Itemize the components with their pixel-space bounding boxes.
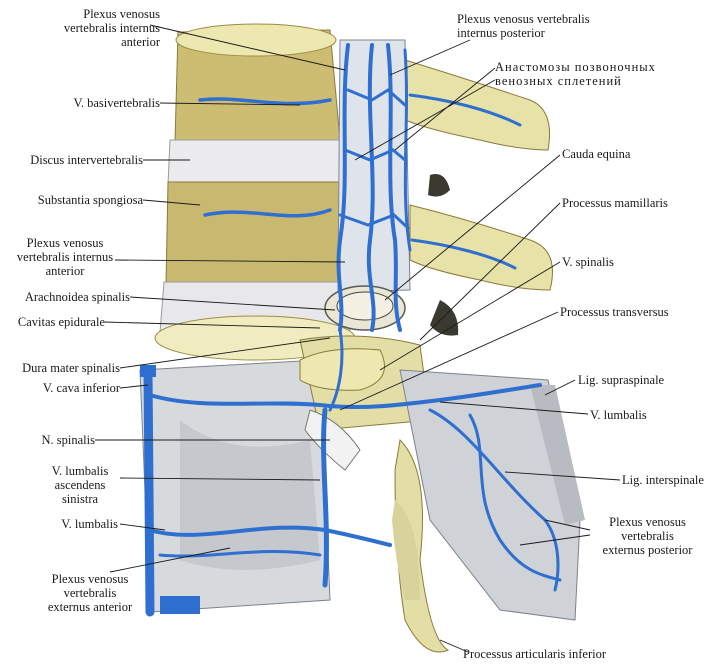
vertebral-body-middle [165, 181, 347, 285]
leader-cavitas [104, 321, 321, 329]
vein-cava-inferior [143, 367, 155, 617]
vein-internal-anterior-left [336, 43, 350, 332]
label-processus-articularis-inferior: Processus articularis inferior [463, 647, 607, 661]
leader-lig-inter [504, 471, 621, 481]
vein-lumbalis-ascendens [321, 407, 329, 588]
label-pvia-top: Plexus venosus vertebralis internus ante… [63, 7, 160, 49]
vein-anastomosis-1 [346, 88, 407, 107]
leader-pvip [389, 39, 471, 76]
posterior-arches [404, 59, 553, 336]
vein-external-posterior-2 [468, 413, 562, 582]
articular-process [428, 174, 450, 197]
label-anastomoses: Анастомозы позвоночных венозных сплетени… [495, 60, 656, 88]
vein-internal-anterior-right [366, 43, 376, 332]
vein-cava-stub-bottom [160, 596, 200, 614]
lower-vertebral-column [139, 335, 431, 613]
leader-lumbalis-right [439, 401, 589, 415]
leader-lumbalis-left [119, 523, 166, 531]
posterior-lower [392, 369, 585, 653]
intervertebral-disc-upper [167, 139, 343, 185]
label-v-cava-inferior: V. cava inferior [42, 381, 120, 395]
spinous-process-middle [409, 204, 553, 291]
leader-pvea [109, 547, 231, 573]
venous-plexus [143, 43, 562, 617]
label-pvip: Plexus venosus vertebralis internus post… [457, 12, 590, 40]
leader-cauda [384, 154, 561, 301]
vein-lumbalis-lower [148, 525, 392, 547]
label-processus-mamillaris: Processus mamillaris [562, 196, 668, 210]
vein-external-anterior [158, 550, 322, 558]
upper-vertebral-column [154, 23, 356, 361]
lig-supraspinale-shape [530, 385, 585, 525]
label-cauda-equina: Cauda equina [562, 147, 631, 161]
label-lig-interspinale: Lig. interspinale [622, 473, 704, 487]
label-lig-supraspinale: Lig. supraspinale [578, 373, 665, 387]
vein-external-posterior-1 [428, 408, 560, 592]
leader-substantia [142, 199, 201, 206]
cauda-equina-bundle [336, 291, 394, 321]
label-arachnoidea-spinalis: Arachnoidea spinalis [24, 290, 130, 304]
vein-basivertebral-mid [203, 208, 332, 218]
label-pvea: Plexus venosus vertebralis externus ante… [47, 572, 133, 614]
leader-lines [95, 24, 621, 653]
vein-posterior-mid [410, 238, 517, 270]
label-v-basivertebralis: V. basivertebralis [73, 96, 160, 110]
leader-transversus [339, 311, 559, 411]
leader-v-spinalis [379, 261, 561, 371]
leader-anastomoses-2 [354, 79, 496, 161]
label-dura-mater-spinalis: Dura mater spinalis [22, 361, 120, 375]
vein-internal-posterior-left [386, 43, 402, 332]
vein-lumbalis-upper [148, 383, 542, 410]
leader-pvep-1 [544, 519, 591, 531]
leader-pvep-2 [519, 534, 591, 546]
leader-mamillaris [419, 202, 561, 341]
vein-basivertebral-upper [198, 97, 332, 106]
vertebra-top-surface [175, 23, 337, 57]
label-v-lumbalis-ascendens: V. lumbalis ascendens sinistra [51, 464, 109, 506]
leader-dura [119, 337, 331, 369]
label-discus-intervertebralis: Discus intervertebralis [30, 153, 143, 167]
leader-basivertebralis [159, 102, 301, 106]
label-v-lumbalis-left: V. lumbalis [61, 517, 118, 531]
spinous-ligament-block [399, 369, 581, 621]
vein-spinalis [328, 328, 344, 412]
label-pvep: Plexus venosus vertebralis externus post… [602, 515, 693, 557]
spinal-nerve [304, 409, 361, 471]
leader-cava [119, 384, 149, 389]
vein-anastomosis-3 [338, 213, 410, 230]
vein-cava-stub-top [140, 365, 156, 377]
vein-posterior-upper [408, 93, 522, 127]
label-v-spinalis: V. spinalis [562, 255, 614, 269]
label-n-spinalis: N. spinalis [41, 433, 95, 447]
articular-process-lower [430, 300, 459, 336]
vein-anastomosis-2 [343, 148, 407, 162]
label-cavitas-epidurale: Cavitas epidurale [17, 315, 105, 329]
leader-lumbalis-asc [119, 477, 321, 481]
leader-pvia-mid [114, 259, 346, 263]
label-pvia-mid: Plexus venosus vertebralis internus ante… [16, 236, 114, 278]
label-substantia-spongiosa: Substantia spongiosa [37, 193, 143, 207]
leader-arachnoidea [129, 296, 336, 311]
leader-lig-supra [544, 379, 576, 396]
label-v-lumbalis-right: V. lumbalis [590, 408, 647, 422]
leader-articularis [439, 639, 469, 653]
leader-pvia-top [149, 24, 346, 71]
articular-process-inferior [392, 500, 420, 600]
label-processus-transversus: Processus transversus [560, 305, 669, 319]
